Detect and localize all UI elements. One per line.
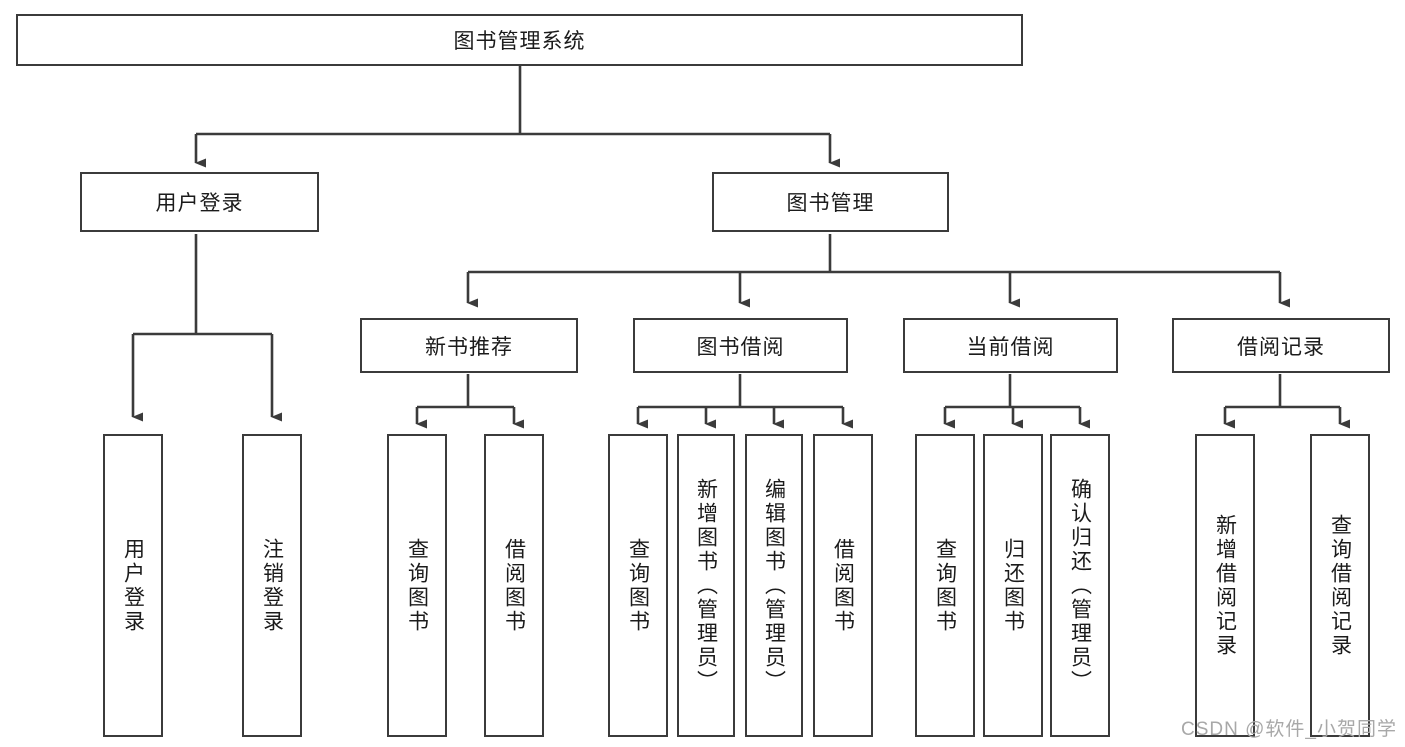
- node-new-book-recommend[interactable]: 新书推荐: [360, 318, 578, 373]
- node-current-borrow[interactable]: 当前借阅: [903, 318, 1118, 373]
- node-leaf-query-book-1-label: 查询图书: [405, 537, 429, 634]
- node-leaf-user-login-label: 用户登录: [121, 537, 145, 634]
- node-leaf-return-book-label: 归还图书: [1001, 537, 1025, 634]
- node-leaf-query-book-2[interactable]: 查询图书: [608, 434, 668, 737]
- node-new-book-recommend-label: 新书推荐: [425, 335, 513, 359]
- node-leaf-borrow-book-1[interactable]: 借阅图书: [484, 434, 544, 737]
- node-leaf-add-book-label: 新增图书（管理员）: [694, 477, 718, 694]
- node-book-borrow[interactable]: 图书借阅: [633, 318, 848, 373]
- node-leaf-user-logout-label: 注销登录: [260, 537, 284, 634]
- node-leaf-query-book-3-label: 查询图书: [933, 537, 957, 634]
- node-root[interactable]: 图书管理系统: [16, 14, 1023, 66]
- node-leaf-edit-book[interactable]: 编辑图书（管理员）: [745, 434, 803, 737]
- node-leaf-edit-book-label: 编辑图书（管理员）: [762, 477, 786, 694]
- node-leaf-query-book-2-label: 查询图书: [626, 537, 650, 634]
- node-leaf-query-record[interactable]: 查询借阅记录: [1310, 434, 1370, 737]
- node-leaf-add-book[interactable]: 新增图书（管理员）: [677, 434, 735, 737]
- node-leaf-borrow-book-1-label: 借阅图书: [502, 537, 526, 634]
- node-leaf-confirm-return-label: 确认归还（管理员）: [1068, 477, 1092, 694]
- node-user-login[interactable]: 用户登录: [80, 172, 319, 232]
- node-book-management-label: 图书管理: [786, 192, 875, 215]
- node-leaf-user-logout[interactable]: 注销登录: [242, 434, 302, 737]
- node-book-management[interactable]: 图书管理: [712, 172, 949, 232]
- node-leaf-query-record-label: 查询借阅记录: [1328, 513, 1352, 658]
- watermark-text: CSDN @软件_小贺同学: [1181, 719, 1397, 740]
- node-book-borrow-label: 图书借阅: [696, 335, 785, 359]
- node-leaf-return-book[interactable]: 归还图书: [983, 434, 1043, 737]
- node-current-borrow-label: 当前借阅: [966, 335, 1055, 359]
- node-leaf-query-book-3[interactable]: 查询图书: [915, 434, 975, 737]
- node-leaf-user-login[interactable]: 用户登录: [103, 434, 163, 737]
- node-leaf-borrow-book-2[interactable]: 借阅图书: [813, 434, 873, 737]
- node-leaf-confirm-return[interactable]: 确认归还（管理员）: [1050, 434, 1110, 737]
- node-leaf-query-book-1[interactable]: 查询图书: [387, 434, 447, 737]
- node-borrow-record[interactable]: 借阅记录: [1172, 318, 1390, 373]
- node-root-label: 图书管理系统: [453, 30, 586, 53]
- node-leaf-add-record-label: 新增借阅记录: [1213, 513, 1237, 658]
- node-borrow-record-label: 借阅记录: [1237, 335, 1325, 359]
- node-user-login-label: 用户登录: [155, 192, 244, 215]
- node-leaf-borrow-book-2-label: 借阅图书: [831, 537, 855, 634]
- node-leaf-add-record[interactable]: 新增借阅记录: [1195, 434, 1255, 737]
